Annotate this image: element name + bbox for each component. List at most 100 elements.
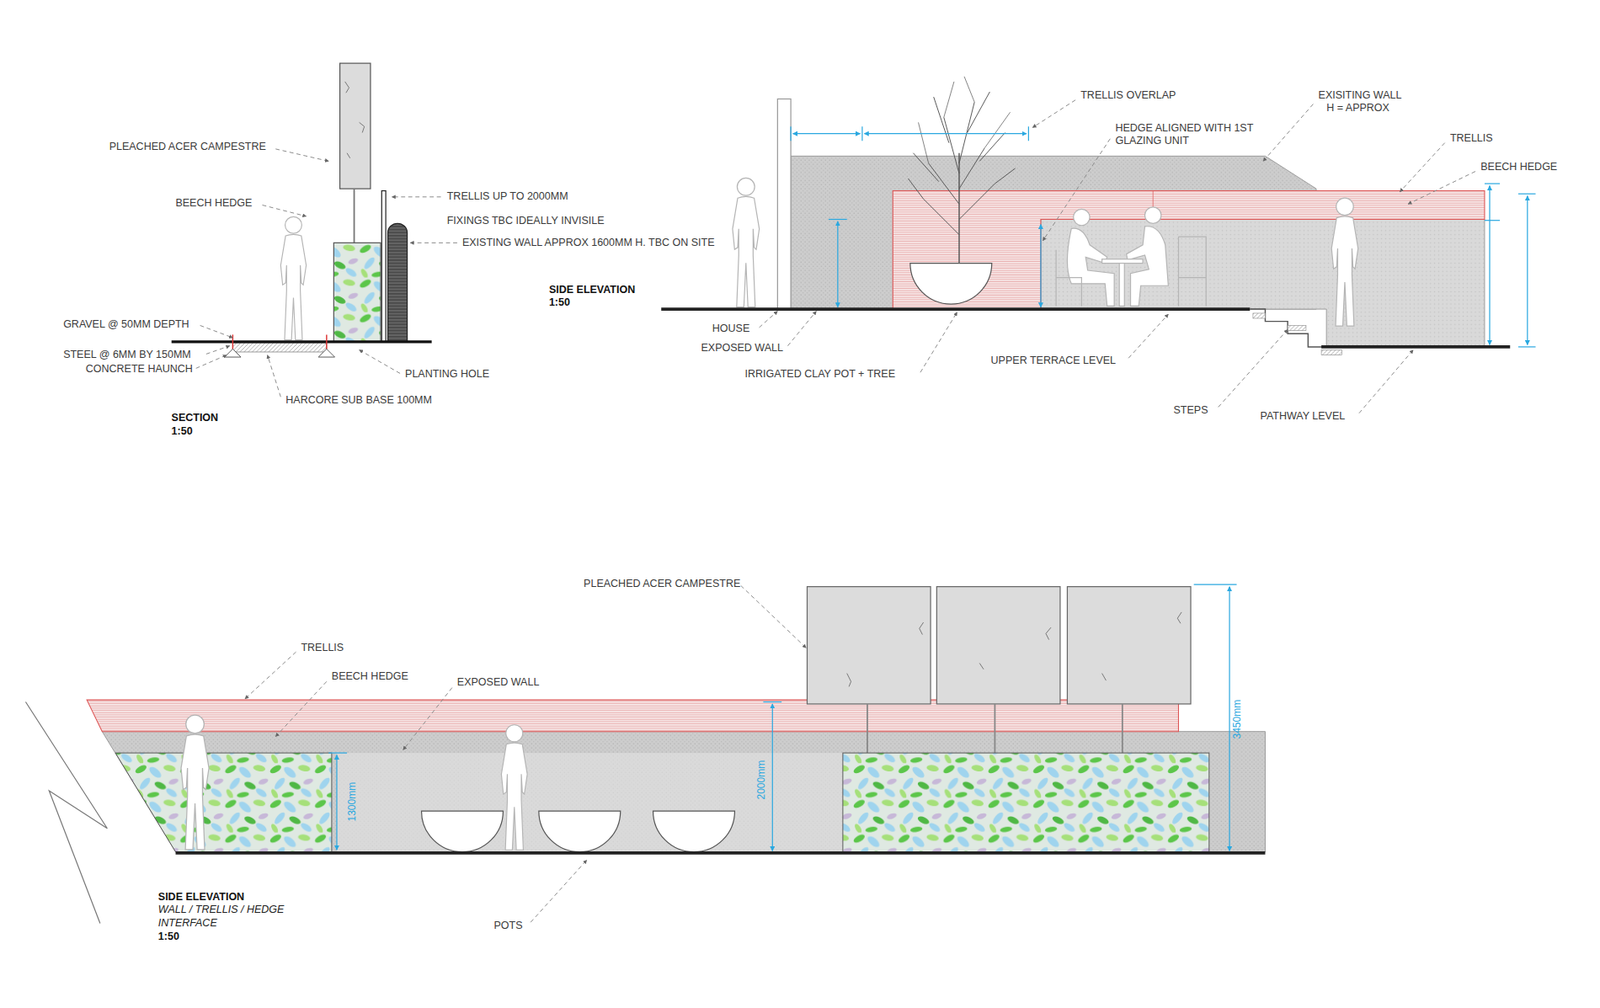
drawing-line [1263, 104, 1313, 162]
drawing-rect [340, 63, 371, 189]
drawing-g [907, 76, 1015, 264]
drawing-line [837, 221, 838, 308]
drawing-line [861, 126, 863, 141]
annotation-label: IRRIGATED CLAY POT + TREE [745, 368, 896, 381]
drawing-path [1178, 236, 1206, 306]
drawing-g [867, 704, 1123, 753]
annotation-label: FIXINGS TBC IDEALLY INVISILE [447, 214, 605, 228]
annotation-label: H = APPROX [1326, 101, 1390, 115]
drawing-line [1408, 171, 1476, 205]
drawing-line [1040, 224, 1041, 308]
drawing-path [224, 348, 336, 358]
drawing-line [1218, 329, 1288, 407]
annotation-label: EXISITING WALL [1318, 89, 1403, 102]
drawing-line [196, 355, 227, 369]
drawing-line [762, 701, 782, 703]
drawing-title: SECTION [171, 411, 219, 425]
annotation-label: HOUSE [712, 322, 750, 336]
drawing-path [918, 76, 1011, 164]
drawing-line [864, 133, 1027, 134]
leader-lines [196, 100, 1476, 923]
drawing-line [759, 311, 779, 328]
drawing-line [206, 346, 230, 355]
drawing-rect [381, 191, 386, 342]
drawing-path [1126, 226, 1169, 307]
drawing-line [336, 755, 337, 851]
drawing-line [530, 859, 587, 923]
drawing-line [772, 704, 774, 851]
drawing-line [267, 355, 282, 398]
drawing-line [275, 149, 329, 162]
annotation-label: BEECH HEDGE [175, 197, 252, 210]
dimension-label: 1300mm [346, 782, 358, 822]
drawing-use [181, 714, 209, 850]
drawing-line [353, 188, 356, 243]
drawing-polygon [115, 752, 332, 853]
annotation-label: TRELLIS [1450, 132, 1494, 145]
drawing-rect [336, 752, 843, 853]
drawing-rect [1321, 350, 1342, 356]
drawing-path [345, 81, 365, 159]
drawing-path [388, 223, 408, 342]
drawing-line [245, 651, 297, 699]
annotation-label: HARCORE SUB BASE 100MM [285, 394, 432, 407]
drawing-line [1399, 143, 1445, 192]
drawing-line [787, 311, 816, 347]
drawing-line [1518, 193, 1536, 195]
drawing-path [1249, 309, 1327, 347]
drawing-use [732, 177, 760, 307]
drawing-rect [1066, 586, 1191, 704]
drawing-rect [777, 99, 791, 310]
drawing-line [1526, 196, 1528, 346]
drawing-line [171, 340, 432, 343]
drawing-line [262, 205, 307, 217]
drawing-g [421, 810, 736, 852]
drawing-line [1484, 182, 1500, 184]
annotation-label: EXPOSED WALL [700, 341, 784, 355]
drawing-use [501, 725, 528, 851]
section-drawing [171, 63, 432, 358]
drawing-line [410, 242, 458, 244]
side-elevation-drawing [661, 76, 1536, 356]
drawing-title: SIDE ELEVATION [549, 283, 635, 297]
drawing-path [25, 702, 107, 924]
drawing-scale: 1:50 [549, 296, 571, 310]
drawing-path [1056, 250, 1082, 307]
drawing-title: SIDE ELEVATION [158, 890, 245, 904]
drawing-line [275, 681, 327, 736]
drawing-line [789, 126, 791, 141]
drawing-rect [842, 752, 1210, 853]
drawing-path [958, 153, 960, 264]
drawing-line [993, 704, 996, 753]
drawing-line [1128, 314, 1168, 358]
drawing-circle [1145, 207, 1162, 224]
annotation-label: BEECH HEDGE [1480, 160, 1558, 174]
annotation-label: STEEL @ 6MM BY 150MM [63, 348, 192, 362]
dimension-label: 3450mm [1232, 699, 1244, 740]
drawing-subtitle: WALL / TRELLIS / HEDGE [158, 903, 285, 917]
drawing-rect [1102, 259, 1143, 264]
drawing-line [1032, 100, 1076, 128]
drawing-g [328, 584, 1237, 851]
drawing-line [920, 312, 958, 373]
drawing-line [391, 196, 441, 198]
drawing-line [1228, 586, 1230, 852]
drawing-g [1056, 207, 1206, 307]
drawing-rect [1119, 263, 1125, 307]
drawing-use [280, 216, 306, 340]
drawing-line [1194, 584, 1238, 586]
drawing-line [1321, 345, 1510, 349]
drawing-line [359, 350, 400, 374]
annotation-label: CONCRETE HAUNCH [85, 362, 193, 376]
annotation-label: TRELLIS UP TO 2000MM [447, 190, 569, 203]
drawing-line [403, 688, 453, 751]
annotation-label: UPPER TERRACE LEVEL [991, 354, 1116, 368]
drawing-line [328, 752, 347, 754]
drawing-polygon [86, 699, 1179, 732]
drawing-polygon [1040, 218, 1485, 347]
drawing-rect [806, 586, 931, 704]
drawing-path [538, 810, 621, 852]
drawing-g [790, 126, 1536, 347]
drawing-scale: 1:50 [158, 930, 180, 944]
